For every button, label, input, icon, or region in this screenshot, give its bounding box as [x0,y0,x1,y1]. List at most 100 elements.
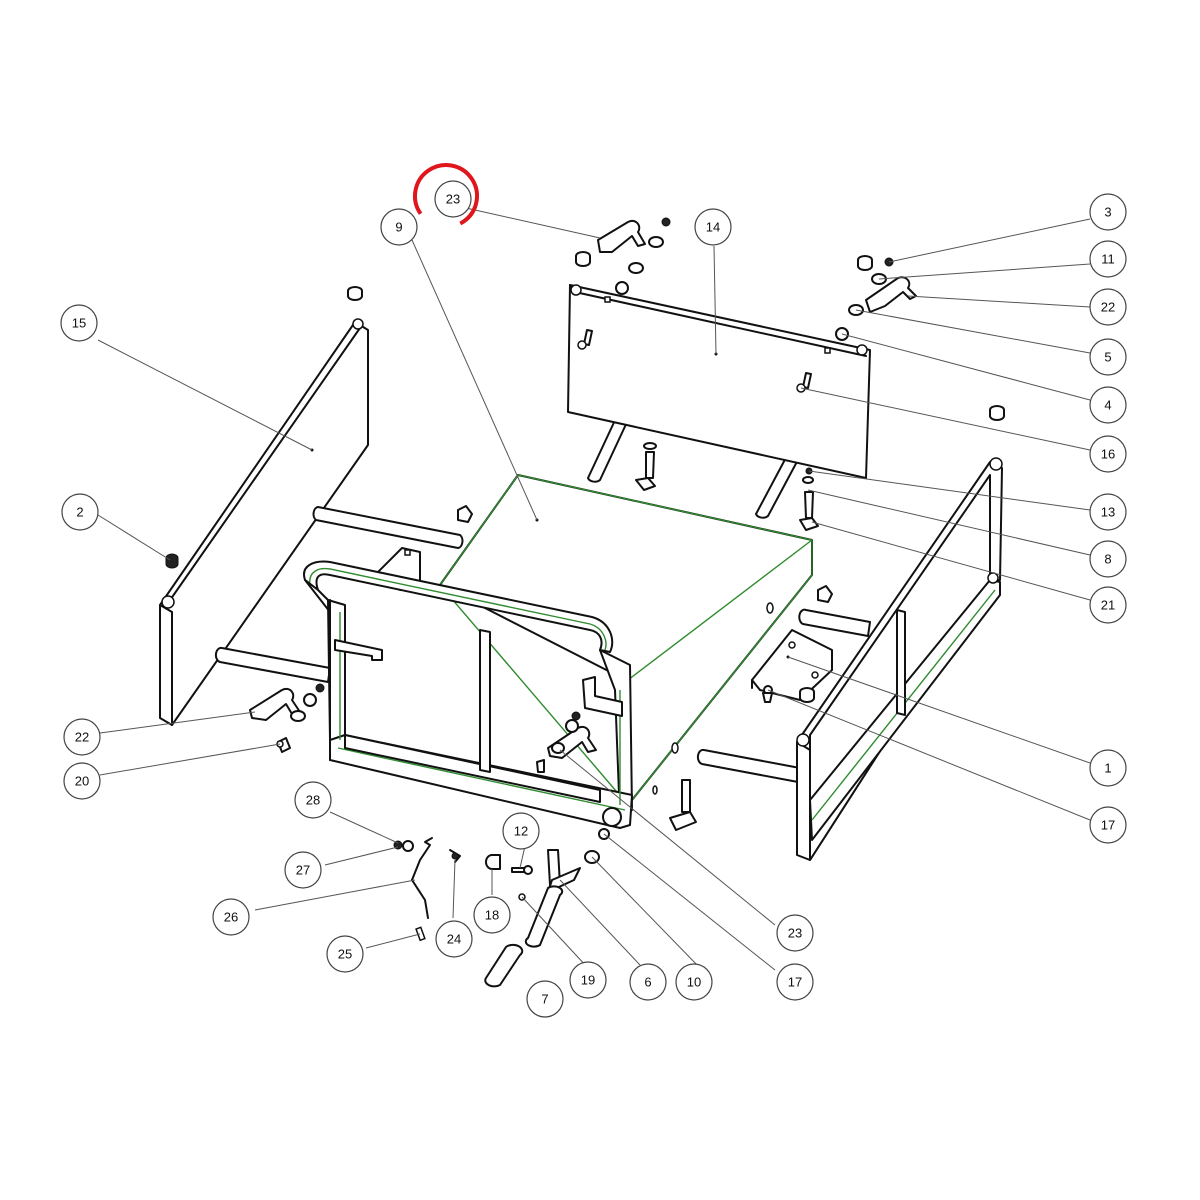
callout-label: 19 [581,973,595,988]
callout-circle [694,208,732,246]
small-hardware [457,217,1005,703]
callout-label: 21 [1101,598,1115,613]
callout-balloons: 1234567891011121314151617171819202122222… [60,180,1127,1018]
foot-cap [165,553,179,569]
callout-19: 19 [569,961,607,999]
callout-circle [1089,338,1127,376]
callout-label: 18 [485,908,499,923]
callout-circle [1089,288,1127,326]
callout-circle [675,963,713,1001]
callout-circle [776,914,814,952]
callout-circle [284,851,322,889]
callout-label: 27 [296,863,310,878]
callout-label: 22 [1101,300,1115,315]
callout-28: 28 [294,781,332,819]
callout-label: 23 [446,192,460,207]
callout-circle [1089,493,1127,531]
callout-circle [1089,749,1127,787]
callout-10: 10 [675,963,713,1001]
support-rods [214,412,871,783]
callout-circle [435,920,473,958]
callout-label: 16 [1101,447,1115,462]
callout-9: 9 [380,208,418,246]
callout-13: 13 [1089,493,1127,531]
end-cap [347,286,363,301]
callout-label: 4 [1104,398,1111,413]
callout-label: 17 [788,975,802,990]
callout-label: 17 [1101,818,1115,833]
callout-label: 22 [75,730,89,745]
callout-label: 3 [1104,205,1111,220]
callout-circle [61,493,99,531]
callout-label: 7 [541,992,548,1007]
callout-label: 8 [1104,552,1111,567]
callout-circle [63,718,101,756]
callout-5: 5 [1089,338,1127,376]
callout-circle [63,762,101,800]
callout-label: 1 [1104,761,1111,776]
callout-11: 11 [1089,240,1127,278]
callout-label: 9 [395,220,402,235]
callout-label: 26 [224,910,238,925]
callout-circle [1089,240,1127,278]
callout-label: 6 [644,975,651,990]
callout-circle [380,208,418,246]
callout-14: 14 [694,208,732,246]
callout-20: 20 [63,762,101,800]
callout-label: 10 [687,975,701,990]
callout-circle [629,963,667,1001]
callout-circle [1089,586,1127,624]
callout-12: 12 [502,812,540,850]
callout-label: 15 [72,316,86,331]
callout-circle [434,180,472,218]
callout-27: 27 [284,851,322,889]
callout-label: 24 [447,932,461,947]
callout-circle [326,935,364,973]
callout-label: 14 [706,220,720,235]
callout-circle [212,898,250,936]
selected-callout-highlight [413,163,480,229]
callout-circle [1089,540,1127,578]
callout-17: 17 [776,963,814,1001]
callout-25: 25 [326,935,364,973]
callout-circle [1089,806,1127,844]
front-frame [303,547,633,829]
callout-21: 21 [1089,586,1127,624]
callout-23: 23 [434,180,472,218]
callout-2: 2 [61,493,99,531]
callout-16: 16 [1089,435,1127,473]
callout-label: 25 [338,947,352,962]
callout-circle [60,304,98,342]
left-side-panel [159,318,369,726]
callout-22: 22 [1089,288,1127,326]
leader-lines [97,207,1091,971]
callout-3: 3 [1089,193,1127,231]
callout-1: 1 [1089,749,1127,787]
rear-panel [567,284,871,479]
callout-label: 13 [1101,505,1115,520]
callout-18: 18 [473,896,511,934]
callout-7: 7 [526,980,564,1018]
callout-17: 17 [1089,806,1127,844]
callout-label: 5 [1104,350,1111,365]
callout-4: 4 [1089,386,1127,424]
right-side-panel [796,457,1003,861]
callout-circle [526,980,564,1018]
callout-circle [502,812,540,850]
callout-circle [473,896,511,934]
callout-24: 24 [435,920,473,958]
callout-circle [776,963,814,1001]
callout-circle [294,781,332,819]
callout-circle [1089,193,1127,231]
callout-label: 12 [514,824,528,839]
callout-label: 28 [306,793,320,808]
mounting-bracket [751,629,833,701]
callout-label: 2 [76,505,83,520]
callout-label: 11 [1101,252,1115,267]
callout-23: 23 [776,914,814,952]
callout-8: 8 [1089,540,1127,578]
callout-circle [569,961,607,999]
callout-26: 26 [212,898,250,936]
callout-circle [1089,435,1127,473]
callout-label: 23 [788,926,802,941]
